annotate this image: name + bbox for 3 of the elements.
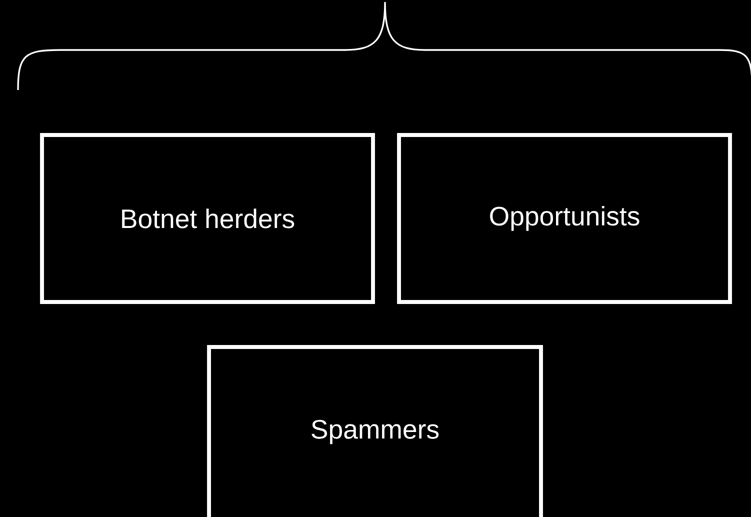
text-box: Spammers	[207, 345, 543, 517]
text-box: Opportunists	[397, 133, 732, 304]
text-box: Botnet herders	[40, 133, 375, 304]
